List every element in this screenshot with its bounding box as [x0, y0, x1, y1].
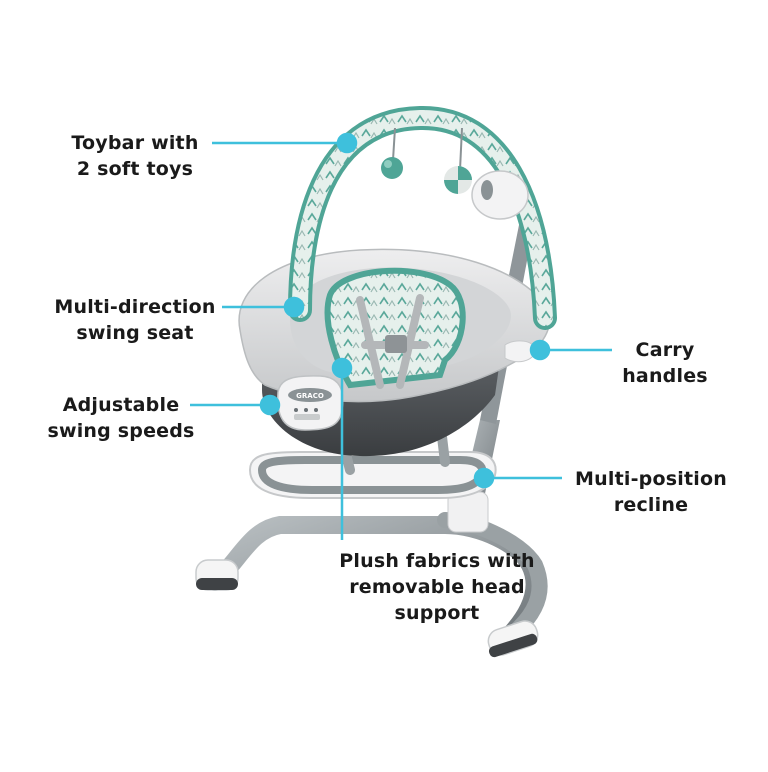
callout-recline-line-1: Multi-position: [575, 468, 727, 490]
callout-fabrics: Plush fabrics with removable head suppor…: [312, 548, 562, 626]
speed-control-panel: GRACO: [277, 375, 344, 431]
callout-dot-recline: [473, 467, 495, 489]
callout-carry-line-1: Carry: [635, 339, 695, 361]
callout-dot-speeds: [259, 394, 281, 416]
toybar: [288, 105, 557, 330]
callout-seat-line-1: Multi-direction: [54, 296, 216, 318]
callout-lines: [190, 132, 612, 540]
callout-fabrics-line-2: removable head: [349, 576, 525, 598]
callout-seat: Multi-direction swing seat: [40, 294, 230, 346]
callout-fabrics-line-3: support: [394, 602, 480, 624]
callout-carry-line-2: handles: [622, 365, 708, 387]
callout-recline-line-2: recline: [613, 494, 689, 516]
callout-carry: Carry handles: [610, 337, 720, 389]
callout-speeds-line-2: swing speeds: [47, 420, 195, 442]
callout-recline: Multi-position recline: [566, 466, 736, 518]
callout-fabrics-line-1: Plush fabrics with: [339, 550, 535, 572]
seat-shell: [238, 248, 551, 457]
callout-dot-carry: [529, 339, 551, 361]
callout-dot-seat: [283, 296, 305, 318]
recline-tray: [248, 451, 497, 499]
callout-speeds: Adjustable swing speeds: [36, 392, 206, 444]
callout-toybar-line-2: 2 soft toys: [76, 158, 194, 180]
motor-housing: [471, 170, 536, 363]
callout-toybar-line-1: Toybar with: [71, 132, 199, 154]
callout-dot-toybar: [336, 132, 358, 154]
callout-seat-line-2: swing seat: [76, 322, 194, 344]
callout-dot-fabrics: [331, 357, 353, 379]
brand-logo: GRACO: [296, 392, 324, 400]
callout-toybar: Toybar with 2 soft toys: [60, 130, 210, 182]
callout-speeds-line-1: Adjustable: [62, 394, 180, 416]
